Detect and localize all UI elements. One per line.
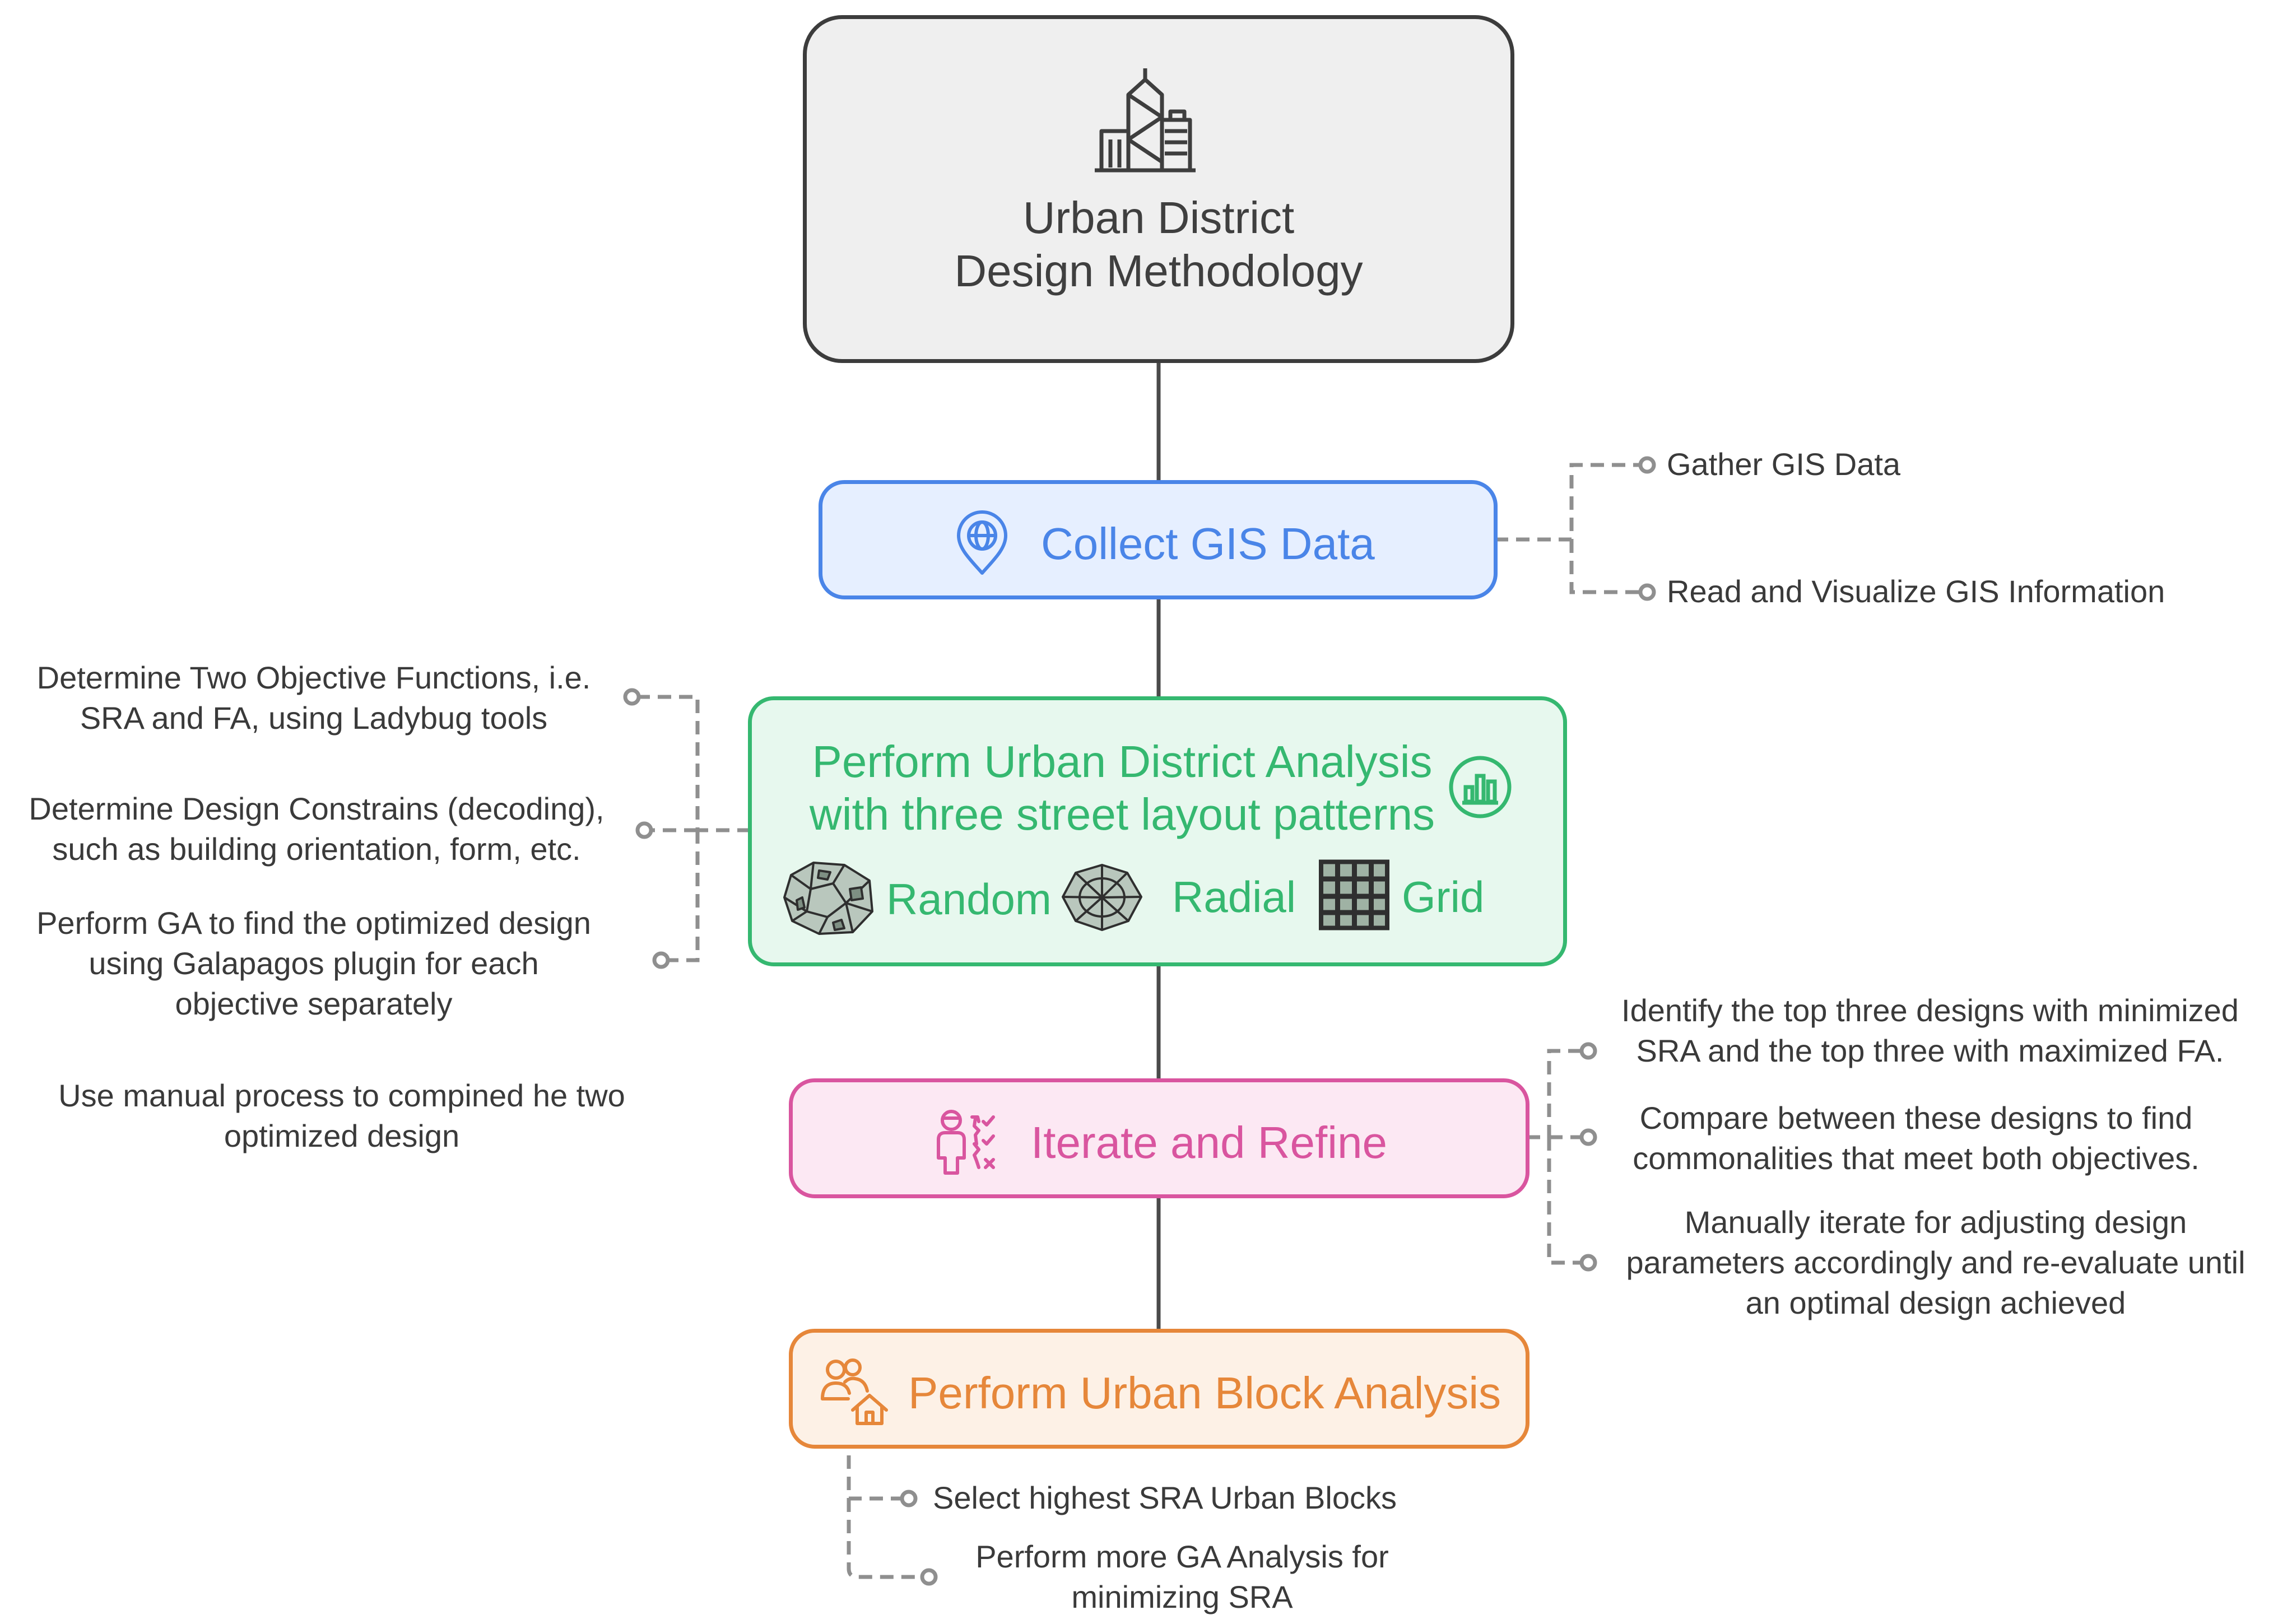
block-note-2-line1: Perform more GA Analysis for (975, 1539, 1389, 1574)
grid-street-pattern-icon (1319, 859, 1389, 930)
district-note-1-line1: Determine Two Objective Functions, i.e. (36, 660, 591, 695)
pattern-label-grid: Grid (1402, 872, 1485, 922)
step-collect-gis-data: Collect GIS Data (819, 480, 1498, 599)
step-label-line1: Perform Urban District Analysis (812, 737, 1433, 787)
people-house-icon (821, 1358, 888, 1425)
iterate-side-note: Use manual process to compined he two op… (34, 1076, 650, 1156)
step-urban-block-analysis: Perform Urban Block Analysis (789, 1329, 1529, 1449)
district-note-3-line1: Perform GA to find the optimized design (36, 905, 591, 941)
district-note-2-line2: such as building orientation, form, etc. (52, 831, 581, 867)
district-note-2-line1: Determine Design Constrains (decoding), (29, 791, 605, 826)
city-buildings-icon (1095, 68, 1196, 173)
radial-street-pattern-icon (1062, 864, 1142, 931)
district-note-3-line3: objective separately (175, 986, 453, 1021)
step-label: Perform Urban Block Analysis (908, 1368, 1501, 1418)
iterate-side-note-line1: Use manual process to compined he two (58, 1078, 625, 1113)
iterate-note-2-line2: commonalities that meet both objectives. (1633, 1141, 2200, 1176)
pattern-label-random: Random (886, 874, 1052, 924)
district-note-3: Perform GA to find the optimized design … (6, 903, 622, 1024)
gis-branches (1495, 463, 1642, 594)
iterate-note-1: Identify the top three designs with mini… (1591, 990, 2269, 1071)
pattern-label-radial: Radial (1172, 872, 1296, 922)
gis-note-2: Read and Visualize GIS Information (1667, 574, 2165, 609)
block-branches (847, 1434, 923, 1579)
district-note-3-line2: using Galapagos plugin for each (89, 946, 539, 981)
iterate-note-1-line2: SRA and the top three with maximized FA. (1636, 1033, 2224, 1068)
district-note-1: Determine Two Objective Functions, i.e. … (11, 658, 616, 738)
iterate-branches (1527, 1049, 1583, 1265)
step-iterate-and-refine: Iterate and Refine (789, 1078, 1529, 1198)
iterate-side-note-line2: optimized design (224, 1118, 460, 1153)
district-branches (638, 695, 751, 962)
district-note-1-line2: SRA and FA, using Ladybug tools (80, 700, 548, 736)
iterate-note-2-line1: Compare between these designs to find (1639, 1100, 2193, 1136)
step-label: Iterate and Refine (1031, 1118, 1387, 1167)
gis-branch-dots (1638, 456, 1656, 601)
district-note-2: Determine Design Constrains (decoding), … (6, 789, 627, 869)
iterate-note-3-line3: an optimal design achieved (1745, 1285, 2126, 1320)
iterate-note-1-line1: Identify the top three designs with mini… (1621, 993, 2239, 1028)
bar-chart-icon (1449, 756, 1512, 818)
title-box: Urban District Design Methodology (803, 15, 1514, 363)
person-checklist-icon (937, 1110, 995, 1175)
iterate-note-3-line1: Manually iterate for adjusting design (1684, 1204, 2187, 1240)
iterate-note-3: Manually iterate for adjusting design pa… (1597, 1202, 2275, 1323)
iterate-branch-dots (1579, 1042, 1597, 1272)
block-note-1: Select highest SRA Urban Blocks (933, 1480, 1397, 1515)
iterate-note-2: Compare between these designs to find co… (1591, 1098, 2241, 1179)
block-branch-dots (900, 1490, 938, 1586)
page-title-line2: Design Methodology (954, 246, 1363, 296)
step-district-analysis: Perform Urban District Analysis with thr… (748, 696, 1567, 966)
gis-note-1: Gather GIS Data (1667, 446, 1901, 482)
step-label-line2: with three street layout patterns (809, 789, 1435, 839)
step-label: Collect GIS Data (1041, 519, 1375, 569)
page-title-line1: Urban District (1022, 193, 1295, 243)
block-note-2: Perform more GA Analysis for minimizing … (941, 1537, 1423, 1617)
block-note-2-line2: minimizing SRA (1071, 1579, 1293, 1614)
district-branch-dots (623, 688, 670, 969)
globe-location-pin-icon (957, 510, 1007, 575)
random-street-pattern-icon (783, 862, 873, 935)
iterate-note-3-line2: parameters accordingly and re-evaluate u… (1626, 1245, 2246, 1280)
